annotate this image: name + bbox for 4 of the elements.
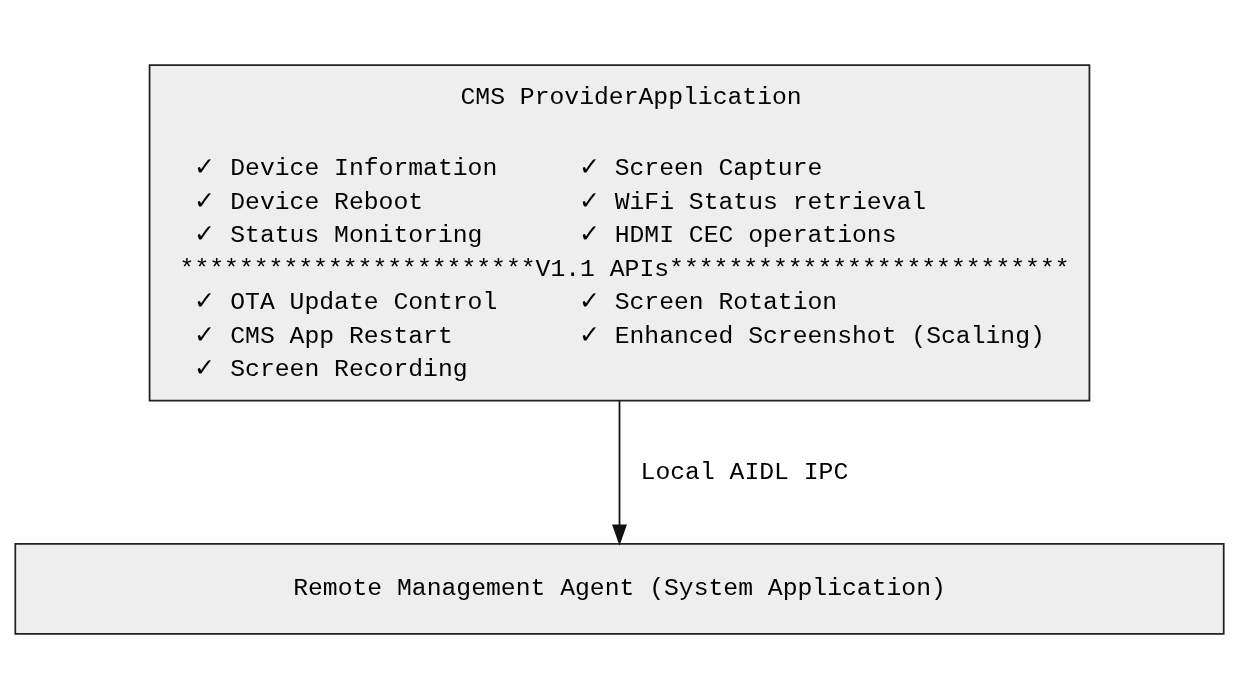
node-box: CMS ProviderApplication ✓ Device Information ✓ Screen Capture ✓ Device Reboot ✓ WiFi Status retrieval ✓ Status Monitoring ✓ HDMI CEC operations ************************V1.1 APIs*************************** ✓ OTA Update Control ✓ Screen Rotation ✓ CMS App Restart ✓ Enhanced Screenshot (Scaling) ✓ Screen Recording: [148, 64, 1091, 402]
arrow: [612, 400, 627, 546]
node-box: Remote Management Agent (System Application): [14, 542, 1225, 635]
edge-label: Local AIDL IPC: [640, 457, 849, 486]
